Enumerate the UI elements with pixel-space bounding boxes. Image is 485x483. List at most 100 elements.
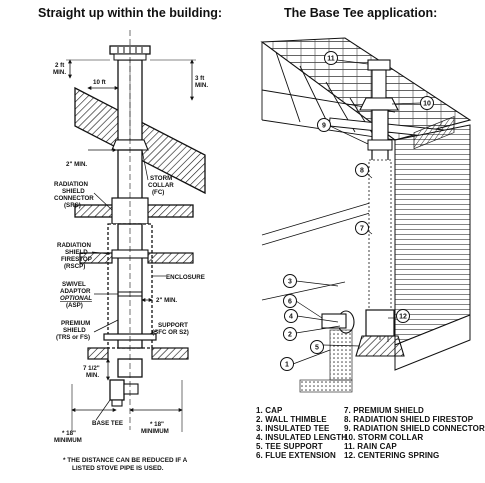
premium-shield — [368, 159, 392, 311]
svg-text:(SRS): (SRS) — [64, 202, 81, 209]
legend-item: 1. CAP — [256, 406, 283, 415]
label-storm-collar: STORM COLLAR (FC) — [148, 175, 174, 196]
callout-8: 8 — [355, 163, 373, 179]
callout-1: 1 — [280, 349, 331, 371]
stove-pipe — [329, 329, 353, 381]
svg-text:SHIELD: SHIELD — [62, 188, 85, 195]
label-base-tee: BASE TEE — [92, 420, 123, 427]
dim-2ft: 2 ft — [55, 62, 64, 69]
svg-text:RADIATION: RADIATION — [54, 181, 88, 188]
title-right: The Base Tee application: — [284, 6, 438, 20]
svg-text:OPTIONAL: OPTIONAL — [60, 295, 92, 302]
dim-2in-top: 2" MIN. — [66, 161, 87, 168]
callout-12: 12 — [388, 309, 410, 323]
legend-left-column: 1. CAP 2. WALL THIMBLE 3. INSULATED TEE … — [256, 406, 347, 461]
svg-text:6: 6 — [288, 299, 292, 306]
svg-text:CONNECTOR: CONNECTOR — [54, 195, 94, 202]
label-premium-shield: PREMIUM SHIELD (TRS or FS) — [56, 320, 90, 341]
legend-item: 5. TEE SUPPORT — [256, 442, 323, 452]
svg-text:5: 5 — [315, 345, 319, 352]
legend-item: 6. FLUE EXTENSION — [256, 451, 336, 461]
footnote-line: LISTED STOVE PIPE IS USED. — [72, 465, 164, 472]
svg-text:4: 4 — [289, 314, 293, 321]
dim-18in-left-min: MINIMUM — [54, 437, 82, 444]
right-diagram: 11 10 9 8 7 3 6 4 2 5 12 1 — [260, 37, 472, 393]
dim-2ft-min: MIN. — [53, 69, 66, 76]
dim-2in-side: 2" MIN. — [156, 297, 177, 304]
label-rscp: RADIATION SHIELD FIRESTOP (RSCP) — [57, 242, 92, 270]
svg-text:FIRESTOP: FIRESTOP — [61, 256, 92, 263]
callout-7: 7 — [355, 221, 373, 235]
footnote: * THE DISTANCE CAN BE REDUCED IF A LISTE… — [63, 457, 253, 473]
svg-text:SHIELD: SHIELD — [63, 327, 86, 334]
svg-text:7: 7 — [360, 226, 364, 233]
svg-text:(RSCP): (RSCP) — [64, 263, 85, 270]
svg-text:3: 3 — [288, 279, 292, 286]
base-tee — [109, 358, 143, 407]
callout-2: 2 — [283, 325, 341, 341]
legend-item: 3. INSULATED TEE — [256, 424, 330, 434]
left-diagram: 2 ft MIN. 10 ft 3 ft MIN. 2" MIN. 2" MIN… — [53, 30, 208, 444]
svg-text:RADIATION: RADIATION — [57, 242, 91, 249]
legend-item: 11. RAIN CAP — [344, 442, 397, 452]
dim-3ft-min: MIN. — [195, 82, 208, 89]
dim-7-5in: 7 1/2" — [83, 365, 100, 372]
svg-text:SUPPORT: SUPPORT — [158, 322, 188, 329]
footnote-line: * THE DISTANCE CAN BE REDUCED IF A — [63, 457, 188, 464]
dim-7-5in-min: MIN. — [86, 372, 99, 379]
svg-text:(TRS or FS): (TRS or FS) — [56, 334, 90, 341]
installation-diagrams: 2 ft MIN. 10 ft 3 ft MIN. 2" MIN. 2" MIN… — [53, 30, 472, 444]
callout-10: 10 — [391, 96, 434, 110]
svg-text:(SFC OR S2): (SFC OR S2) — [152, 329, 189, 336]
storm-collar — [111, 139, 149, 151]
foundation — [394, 314, 471, 371]
callout-5: 5 — [310, 340, 361, 354]
tee-support — [355, 335, 405, 357]
label-enclosure: ENCLOSURE — [166, 274, 205, 281]
flue-extension — [321, 313, 347, 329]
dim-18in-right-min: MINIMUM — [141, 428, 169, 435]
label-srs: RADIATION SHIELD CONNECTOR (SRS) — [54, 181, 94, 209]
svg-text:SWIVEL: SWIVEL — [62, 281, 86, 288]
legend-item: 2. WALL THIMBLE — [256, 415, 327, 425]
svg-text:8: 8 — [360, 168, 364, 175]
svg-text:(ASP): (ASP) — [66, 302, 83, 309]
svg-text:STORM: STORM — [150, 175, 172, 182]
label-asp: SWIVEL ADAPTOR OPTIONAL (ASP) — [60, 281, 92, 309]
legend-right-column: 7. PREMIUM SHIELD 8. RADIATION SHIELD FI… — [344, 406, 485, 461]
svg-text:9: 9 — [322, 123, 326, 130]
svg-text:12: 12 — [399, 314, 407, 321]
storm-collar-right — [359, 97, 399, 111]
legend-item: 7. PREMIUM SHIELD — [344, 406, 424, 415]
lower-ceiling — [87, 347, 109, 360]
svg-text:COLLAR: COLLAR — [148, 182, 174, 189]
callouts: 11 10 9 8 7 3 6 4 2 5 12 1 — [280, 51, 434, 371]
svg-text:11: 11 — [327, 56, 335, 63]
legend-item: 9. RADIATION SHIELD CONNECTOR — [344, 424, 485, 434]
dim-3ft: 3 ft — [195, 75, 204, 82]
dim-18in-right: * 18" — [150, 421, 164, 428]
callout-9: 9 — [317, 118, 369, 145]
svg-text:10: 10 — [423, 101, 431, 108]
svg-text:SHIELD: SHIELD — [65, 249, 88, 256]
svg-text:(FC): (FC) — [152, 189, 164, 196]
svg-text:1: 1 — [285, 362, 289, 369]
callout-11: 11 — [324, 51, 369, 65]
rain-cap — [367, 59, 391, 71]
legend-item: 10. STORM COLLAR — [344, 433, 424, 443]
legend-item: 8. RADIATION SHIELD FIRESTOP — [344, 415, 474, 425]
dim-10ft: 10 ft — [93, 79, 106, 86]
house-roof — [260, 37, 472, 141]
insulated-tee — [365, 309, 395, 337]
dim-18in-left: * 18" — [62, 430, 76, 437]
svg-text:2: 2 — [288, 332, 292, 339]
callout-6: 6 — [283, 294, 323, 319]
callout-4: 4 — [284, 309, 339, 323]
svg-text:PREMIUM: PREMIUM — [61, 320, 90, 327]
legend-item: 12. CENTERING SPRING — [344, 451, 440, 461]
label-support: SUPPORT (SFC OR S2) — [152, 322, 189, 336]
legend-item: 4. INSULATED LENGTH — [256, 433, 348, 443]
svg-text:ADAPTOR: ADAPTOR — [60, 288, 91, 295]
title-left: Straight up within the building: — [38, 6, 222, 20]
callout-3: 3 — [283, 274, 339, 288]
